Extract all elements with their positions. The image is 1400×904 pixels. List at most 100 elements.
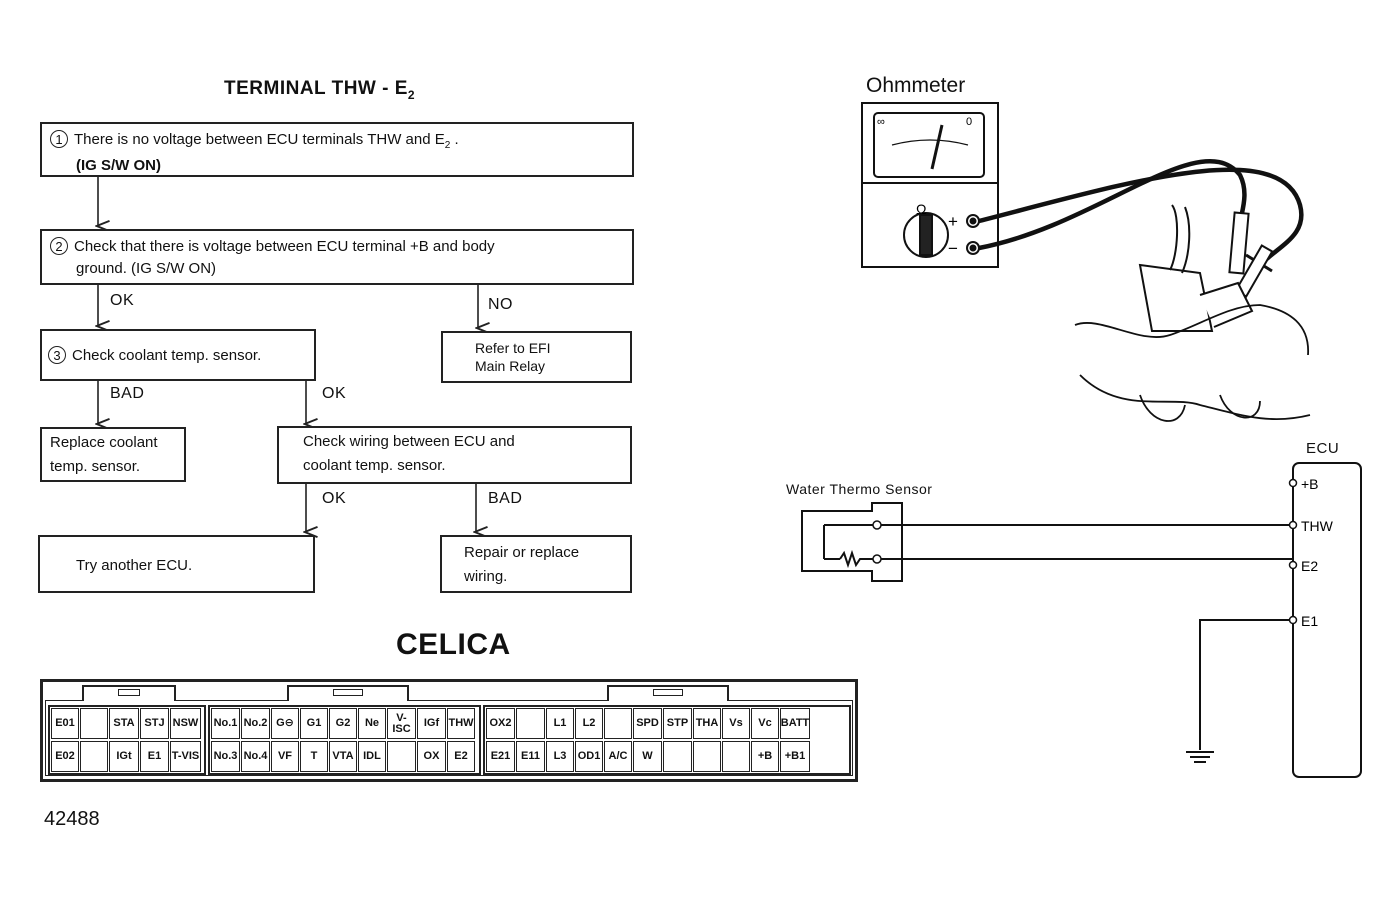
connector-pin: STJ <box>140 708 169 739</box>
connector-pin: STP <box>663 708 692 739</box>
ecu-pin-b: +B <box>1301 476 1319 492</box>
ecu-terminal-e1 <box>1288 615 1298 625</box>
connector-pin: E02 <box>51 741 79 772</box>
step-1-text: There is no voltage between ECU terminal… <box>74 131 445 148</box>
connector-pin: Ne <box>358 708 386 739</box>
connector-pin <box>693 741 721 772</box>
step-3-number: 3 <box>48 346 66 364</box>
connector-pin: NSW <box>170 708 201 739</box>
sensor-body <box>1138 263 1214 332</box>
connector-pin <box>604 708 632 739</box>
pin-group-3 <box>483 705 851 775</box>
lead-minus <box>978 158 1247 251</box>
connector-inner-frame <box>45 700 853 776</box>
ecu-pin-thw: THW <box>1301 518 1334 534</box>
connector-pin: T-VIS <box>170 741 201 772</box>
ecu-terminal-thw <box>1288 520 1298 530</box>
latch-3 <box>607 685 729 701</box>
step-1-number: 1 <box>50 130 68 148</box>
wiring-line1: Check wiring between ECU and <box>303 433 515 450</box>
connector-title: CELICA <box>396 628 511 661</box>
connector-pin: E2 <box>447 741 475 772</box>
connector-pin: No.3 <box>211 741 240 772</box>
connector-pin: Vs <box>722 708 750 739</box>
connector-pin: +B <box>751 741 779 772</box>
step-1-sub: 2 <box>444 140 451 151</box>
connector-pin <box>80 741 108 772</box>
check-wiring-box: Check wiring between ECU and coolant tem… <box>277 426 632 484</box>
step-2-number: 2 <box>50 237 68 255</box>
label-ok-2: OK <box>322 385 347 402</box>
connector-pin: Vc <box>751 708 779 739</box>
label-ok-1: OK <box>110 292 135 309</box>
connector-pin: IDL <box>358 741 386 772</box>
connector-pin: VTA <box>329 741 357 772</box>
step-1-box: 1 There is no voltage between ECU termina… <box>40 122 634 177</box>
engine-block <box>1074 304 1311 421</box>
ecu-label: ECU <box>1306 440 1340 457</box>
meter-ohm-label: Ω <box>916 201 926 217</box>
lead-plus <box>978 167 1304 267</box>
latch-1 <box>82 685 176 701</box>
try-ecu-box: Try another ECU. <box>38 535 315 593</box>
label-ok-3: OK <box>322 490 347 507</box>
step-1-line1: 1 There is no voltage between ECU termina… <box>50 128 624 158</box>
connector-pin: STA <box>109 708 139 739</box>
refer-efi-box: Refer to EFI Main Relay <box>441 331 632 383</box>
connector-pin: OD1 <box>575 741 603 772</box>
connector-pin: E11 <box>516 741 545 772</box>
step-2-line2: ground. (IG S/W ON) <box>76 260 217 277</box>
connector-pin <box>516 708 545 739</box>
title-subscript: 2 <box>407 87 416 102</box>
connector-pin: OX2 <box>486 708 515 739</box>
connector-pin: E1 <box>140 741 169 772</box>
connector-pin: E21 <box>486 741 515 772</box>
ecu-pin-e1: E1 <box>1301 613 1318 629</box>
try-ecu-text: Try another ECU. <box>76 557 193 574</box>
step-1-end: . <box>450 131 459 148</box>
latch-2 <box>287 685 409 701</box>
connector-pin: W <box>633 741 662 772</box>
meter-plus-label: + <box>948 212 958 231</box>
connector-pin <box>722 741 750 772</box>
wire-e1 <box>1199 619 1293 750</box>
meter-scale-left: ∞ <box>877 116 885 128</box>
meter-face <box>873 112 985 178</box>
step-3-text: Check coolant temp. sensor. <box>72 347 262 364</box>
replace-sensor-box: Replace coolant temp. sensor. <box>40 427 186 482</box>
connector-pin: G⊖ <box>271 708 299 739</box>
sensor-outline <box>801 502 903 582</box>
connector-pin: L3 <box>546 741 574 772</box>
connector-pin: A/C <box>604 741 632 772</box>
step-3-box: 3 Check coolant temp. sensor. <box>40 329 316 381</box>
meter-minus-label: − <box>948 239 958 258</box>
connector-pin: IGf <box>417 708 446 739</box>
range-knob <box>903 212 949 258</box>
ecu-pin-e2: E2 <box>1301 558 1318 574</box>
meter-scale-right: 0 <box>966 116 972 128</box>
connector-pin: V-ISC <box>387 708 416 739</box>
connector-pin: L1 <box>546 708 574 739</box>
repair-wiring-box: Repair or replace wiring. <box>440 535 632 593</box>
connector-pin <box>663 741 692 772</box>
connector-pin: G1 <box>300 708 328 739</box>
pin-group-1 <box>48 705 206 775</box>
meter-needle <box>930 124 944 170</box>
connector-pin: No.1 <box>211 708 240 739</box>
thermistor <box>839 549 880 569</box>
connector-pin: OX <box>417 741 446 772</box>
sensor-label: Water Thermo Sensor <box>786 481 933 497</box>
label-no: NO <box>488 296 513 313</box>
connector-pin: E01 <box>51 708 79 739</box>
step-1-line2: (IG S/W ON) <box>76 157 161 174</box>
replace-line1: Replace coolant <box>50 434 158 451</box>
ground-symbol <box>1186 751 1214 763</box>
connector-pin: G2 <box>329 708 357 739</box>
repair-line1: Repair or replace <box>464 544 580 561</box>
refer-line1: Refer to EFI <box>475 340 551 356</box>
figure-number: 42488 <box>44 808 100 830</box>
connector-pin: No.4 <box>241 741 270 772</box>
label-bad-2: BAD <box>488 490 523 507</box>
